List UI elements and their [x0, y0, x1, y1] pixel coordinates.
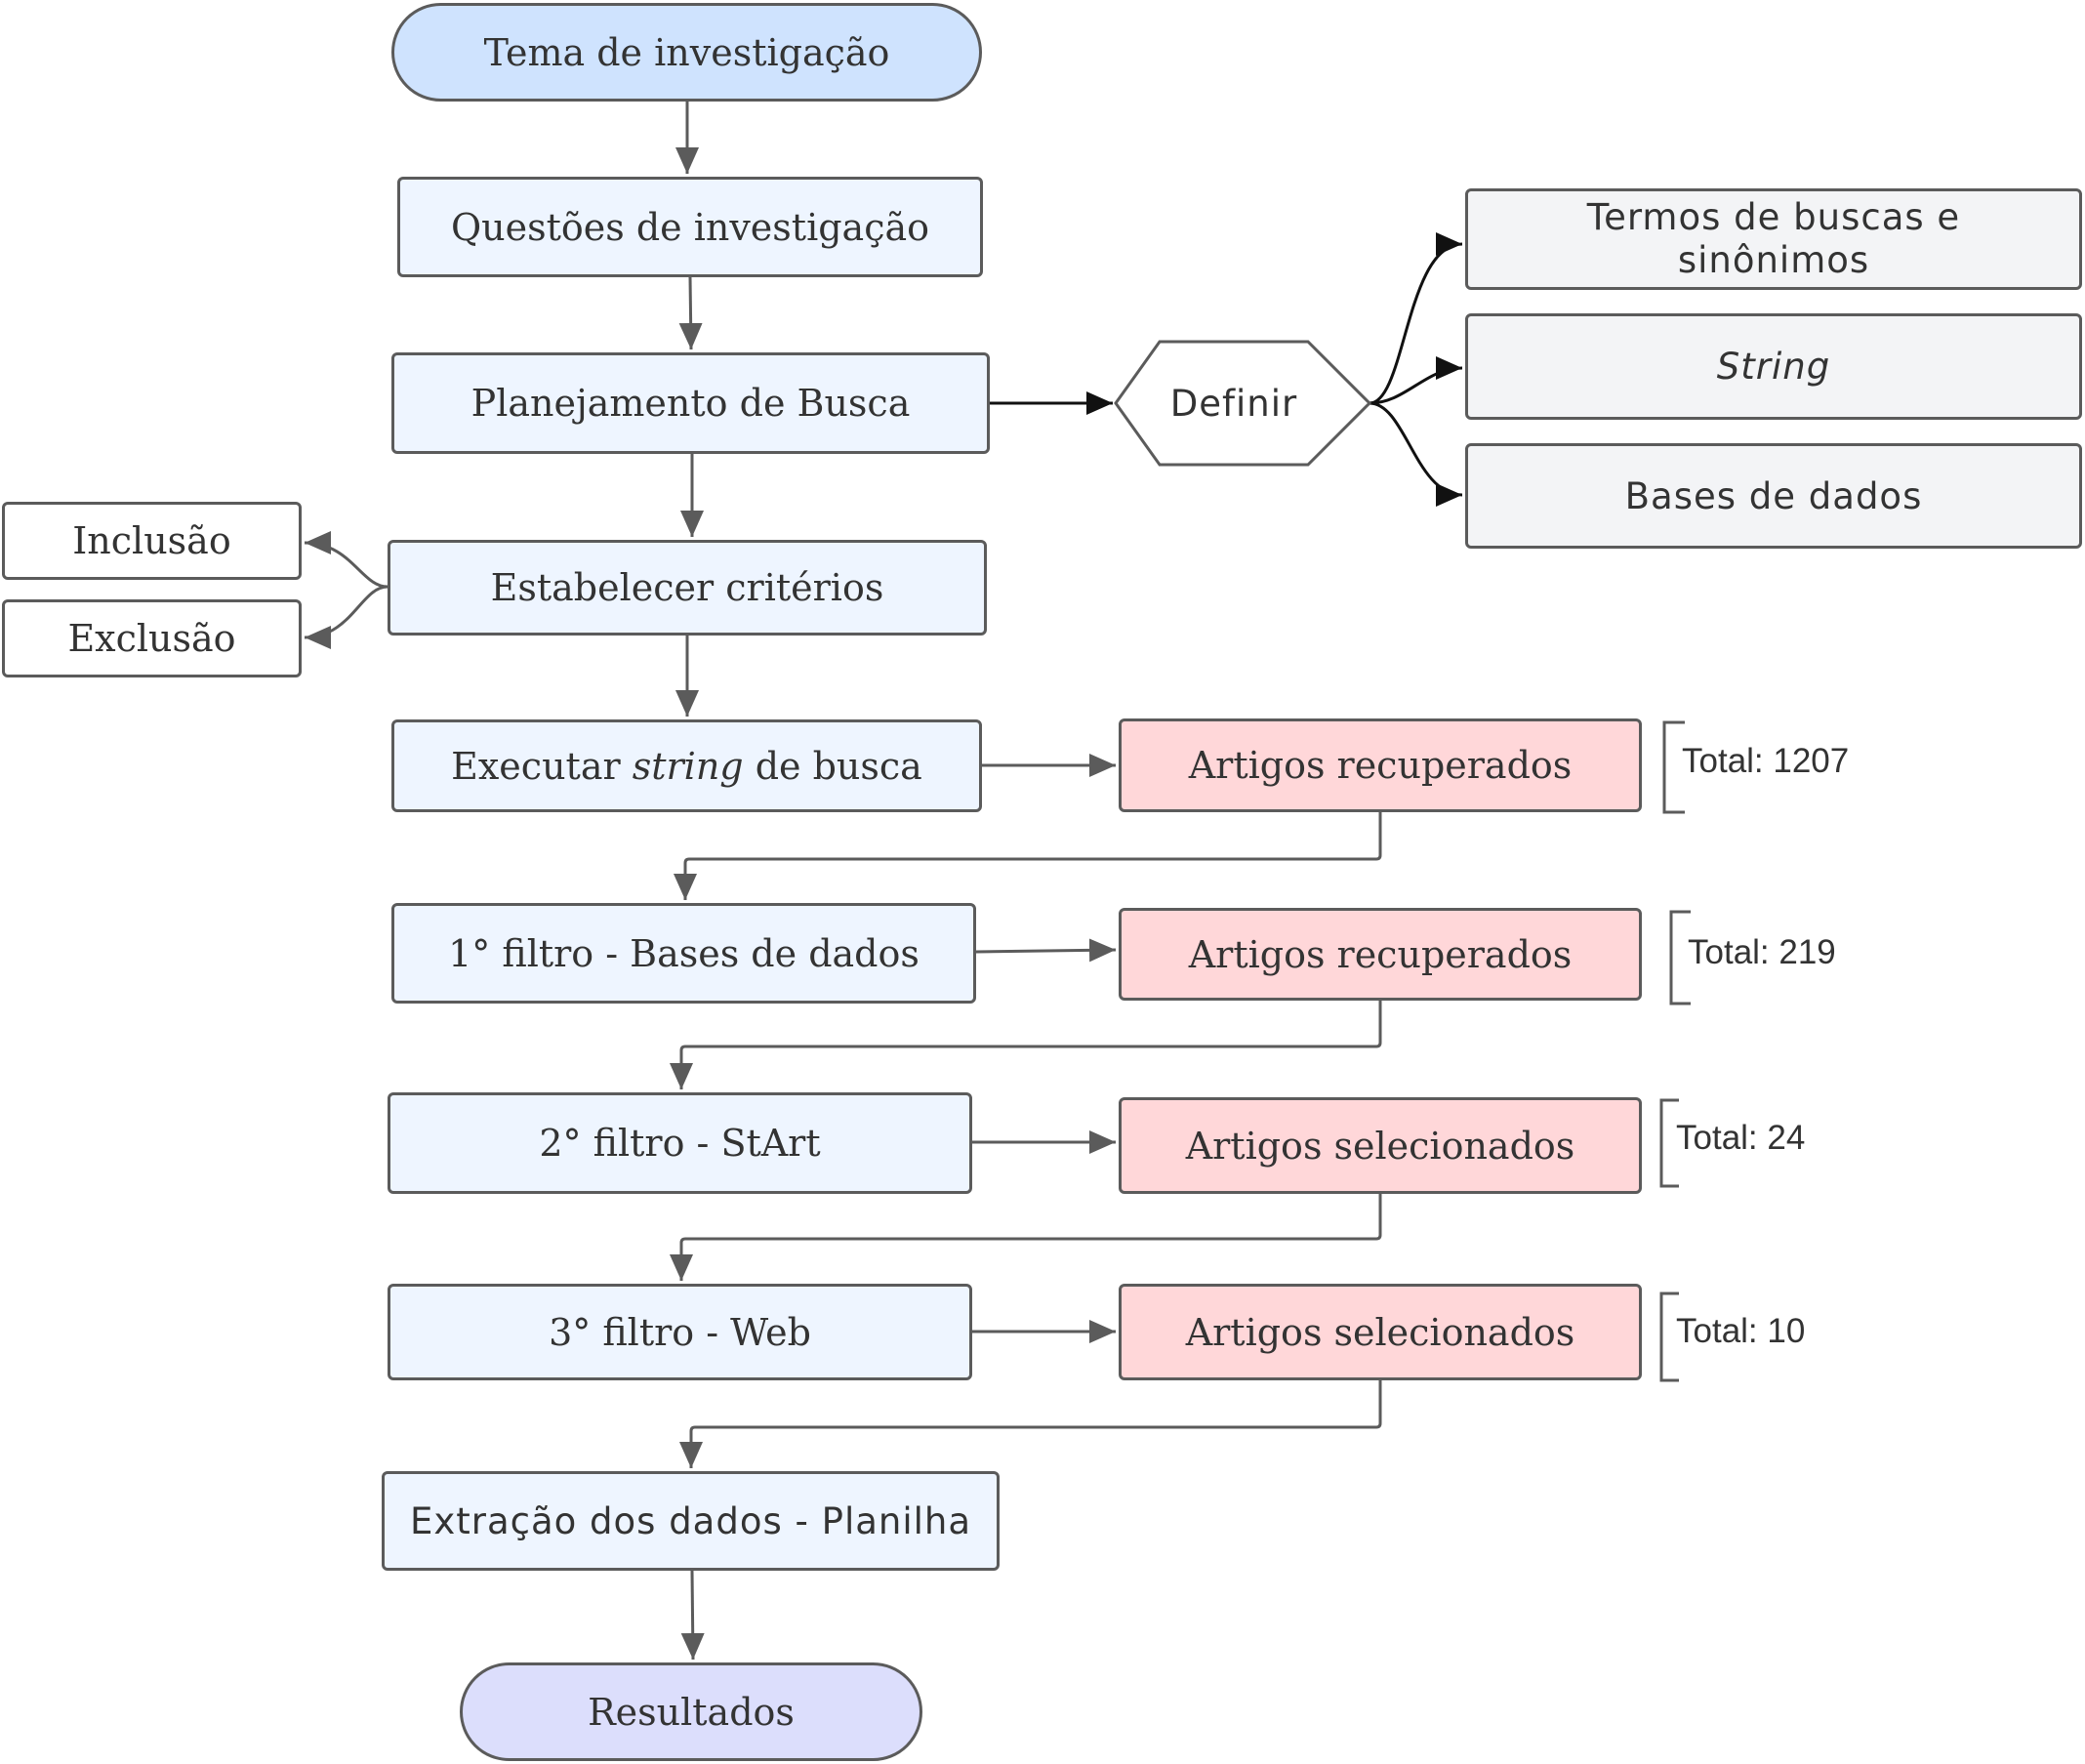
process-label: Executar string de busca — [451, 745, 922, 788]
result-label: Artigos selecionados — [1185, 1310, 1575, 1354]
result-selected-3: Artigos selecionados — [1119, 1097, 1642, 1194]
process-label: Estabelecer critérios — [490, 566, 884, 609]
total-count-2: Total: 219 — [1688, 933, 1836, 971]
define-text: Definir — [1169, 382, 1298, 425]
total-count-4: Total: 10 — [1676, 1312, 1806, 1350]
process-search-planning: Planejamento de Busca — [391, 352, 990, 454]
result-label: Artigos recuperados — [1188, 744, 1573, 787]
arrow-result2-filter2 — [670, 1001, 1382, 1089]
criteria-label: Exclusão — [67, 617, 236, 660]
result-selected-4: Artigos selecionados — [1119, 1284, 1642, 1380]
define-label: Definir — [1160, 371, 1308, 435]
process-label: 2° filtro - StArt — [539, 1122, 821, 1165]
execute-label-before: Executar — [451, 744, 633, 788]
arrow-define-databases — [1369, 401, 1463, 507]
definition-label: String — [1716, 346, 1831, 388]
arrow-result3-filter3 — [670, 1194, 1382, 1281]
start-node-theme: Tema de investigação — [391, 3, 982, 102]
arrow-filter1-result2 — [975, 938, 1117, 963]
process-label: 3° filtro - Web — [549, 1310, 811, 1354]
definition-search-terms: Termos de buscas e sinônimos — [1465, 188, 2082, 290]
arrow-define-terms — [1369, 232, 1463, 405]
result-label: Artigos selecionados — [1185, 1124, 1575, 1168]
arrow-questions-planning — [678, 276, 703, 350]
process-filter-3: 3° filtro - Web — [388, 1284, 972, 1380]
execute-label-after: de busca — [743, 744, 922, 788]
bracket-total-2 — [1669, 910, 1691, 1005]
arrow-criteria-inclusion — [304, 531, 388, 589]
process-label: Planejamento de Busca — [470, 382, 911, 425]
end-node-label: Resultados — [588, 1690, 795, 1734]
definition-string: String — [1465, 313, 2082, 420]
arrow-result4-extraction — [679, 1380, 1382, 1468]
arrow-define-string — [1369, 356, 1463, 405]
start-node-label: Tema de investigação — [483, 30, 890, 74]
define-hexagon — [1114, 340, 1372, 467]
process-research-questions: Questões de investigação — [397, 177, 983, 277]
process-data-extraction: Extração dos dados - Planilha — [382, 1471, 1000, 1571]
process-execute-search: Executar string de busca — [391, 719, 982, 812]
criteria-exclusion: Exclusão — [2, 599, 302, 677]
arrow-criteria-exclusion — [304, 585, 388, 649]
process-filter-2: 2° filtro - StArt — [388, 1092, 972, 1194]
result-retrieved-1: Artigos recuperados — [1119, 718, 1642, 812]
process-establish-criteria: Estabelecer critérios — [388, 540, 987, 636]
bracket-total-1 — [1662, 720, 1685, 814]
bracket-total-3 — [1659, 1098, 1679, 1188]
execute-label-italic: string — [632, 744, 744, 788]
total-count-3: Total: 24 — [1676, 1119, 1806, 1157]
definition-label: Bases de dados — [1624, 474, 1923, 517]
definition-label: Termos de buscas e sinônimos — [1586, 196, 1961, 281]
criteria-label: Inclusão — [72, 519, 231, 562]
arrow-result1-filter1 — [674, 812, 1382, 900]
result-label: Artigos recuperados — [1188, 932, 1573, 976]
bracket-total-4 — [1659, 1292, 1679, 1382]
criteria-inclusion: Inclusão — [2, 502, 302, 580]
process-label: 1° filtro - Bases de dados — [448, 931, 920, 975]
definition-databases: Bases de dados — [1465, 443, 2082, 549]
process-label: Questões de investigação — [450, 205, 930, 249]
process-label: Extração dos dados - Planilha — [409, 1499, 972, 1542]
result-retrieved-2: Artigos recuperados — [1119, 908, 1642, 1001]
end-node-results: Resultados — [460, 1662, 922, 1761]
process-filter-1: 1° filtro - Bases de dados — [391, 903, 976, 1004]
arrow-extraction-end — [680, 1570, 705, 1661]
total-count-1: Total: 1207 — [1682, 742, 1850, 780]
